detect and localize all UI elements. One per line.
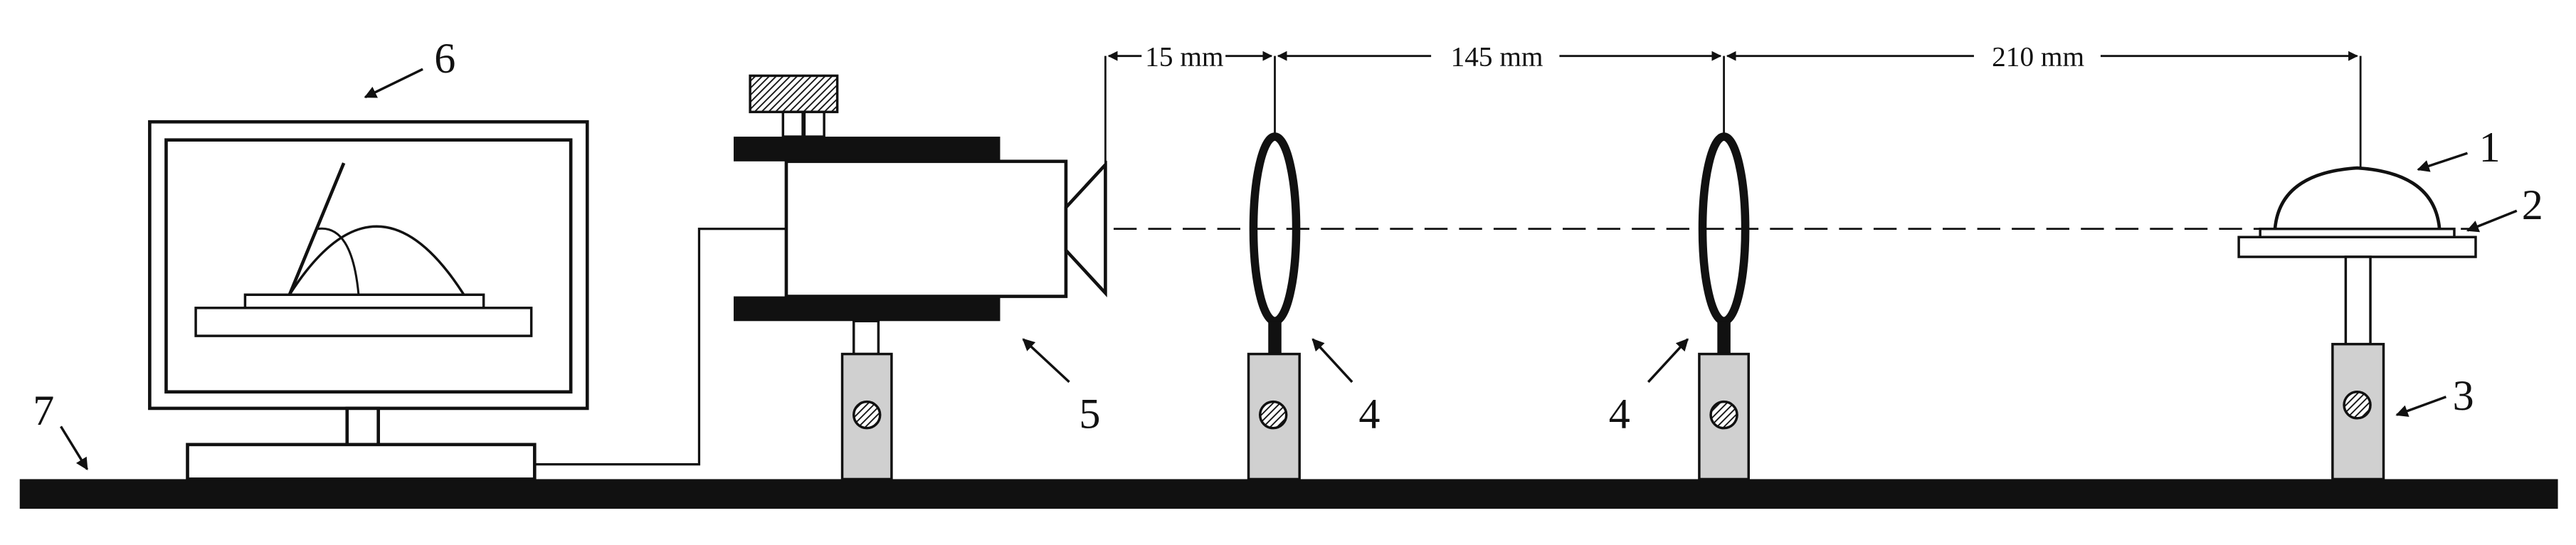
camera-cable [534, 228, 786, 466]
callout-arrow-6 [364, 68, 423, 99]
callout-arrow-1 [2417, 152, 2468, 172]
dimension-label-lens1-lens2: 145 mm [1451, 41, 1543, 73]
callout-label-5: 5 [1079, 391, 1100, 438]
callout-label-3: 3 [2453, 372, 2474, 420]
dimension-label-lens2-sample: 210 mm [1992, 41, 2084, 73]
callout-arrow-3 [2395, 396, 2446, 417]
lens-1 [1247, 55, 1301, 481]
callout-label-7: 7 [33, 387, 54, 435]
callout-arrow-5 [1022, 338, 1070, 383]
callout-label-1: 1 [2479, 124, 2501, 171]
callout-label-6: 6 [434, 35, 455, 83]
camera-post [852, 319, 880, 356]
callout-arrow-4-right [1647, 338, 1689, 383]
camera-knob [749, 74, 839, 114]
optical-bench [19, 479, 2558, 509]
callout-arrow-2 [2466, 209, 2518, 233]
droplet-image-on-screen [194, 162, 533, 337]
substrate [2237, 236, 2477, 258]
camera-clamp-top [733, 137, 1001, 162]
dimension-label-camera-lens1: 15 mm [1145, 41, 1223, 73]
lens-2 [1698, 55, 1750, 481]
callout-label-2: 2 [2522, 181, 2543, 229]
camera-lens [1064, 160, 1107, 297]
callout-label-4-right: 4 [1609, 391, 1630, 438]
callout-arrow-7 [60, 425, 88, 471]
camera-clamp-bottom [733, 296, 1001, 322]
camera [733, 74, 1107, 481]
camera-body [784, 159, 1068, 298]
monitor-base [186, 443, 537, 481]
stage-post [2344, 255, 2372, 346]
monitor [148, 120, 589, 481]
monitor-neck [345, 406, 380, 447]
callout-label-4-left: 4 [1358, 391, 1380, 438]
sample-stage [2237, 55, 2477, 481]
droplet [2273, 166, 2442, 229]
callout-arrow-4-left [1311, 338, 1353, 383]
